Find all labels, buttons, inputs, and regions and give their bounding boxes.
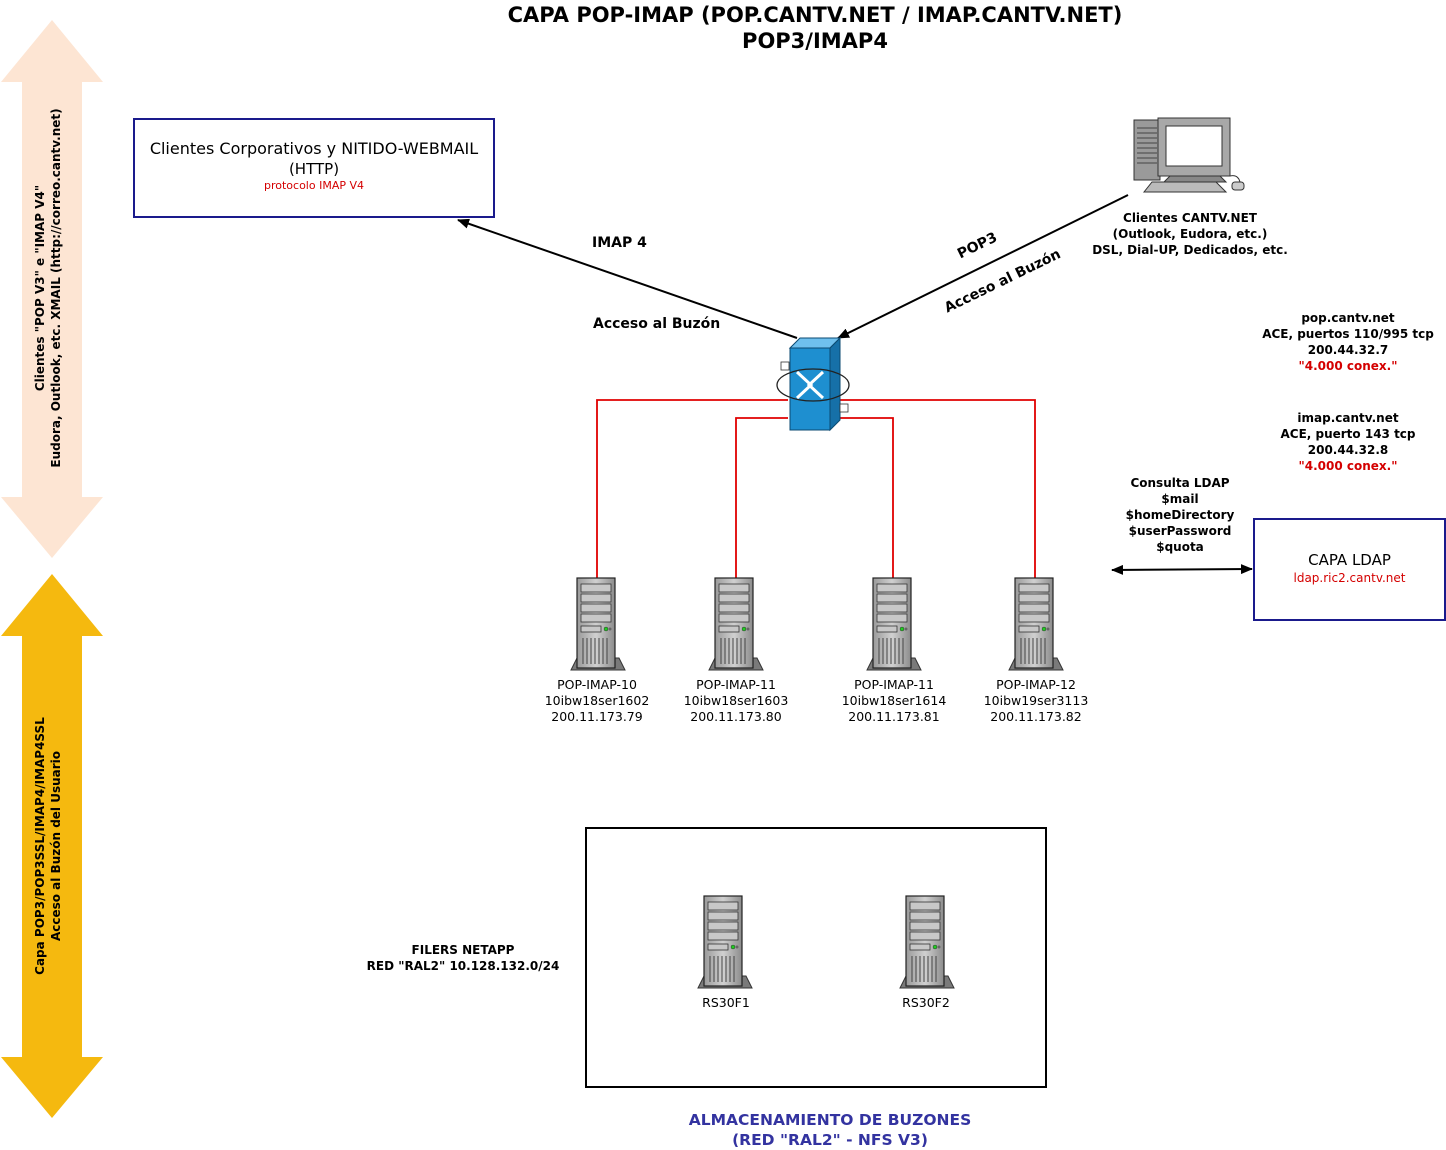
server-label-4: POP-IMAP-12 10ibw19ser3113 200.11.173.82 [956,677,1116,725]
server-host: 10ibw18ser1602 [544,693,650,708]
filers-label: FILERS NETAPP RED "RAL2" 10.128.132.0/24 [358,942,568,974]
server-ip: 200.11.173.82 [990,709,1082,724]
top-band-line-1: Clientes "POP V3" e "IMAP V4" [33,184,47,392]
filer-icon-1 [697,895,753,989]
ldap-title: CAPA LDAP [1308,551,1391,569]
bottom-band-label: Capa POP3/POP3SSL/IMAP4/IMAP4SSL Acceso … [32,576,72,1116]
imap-info: imap.cantv.net ACE, puerto 143 tcp 200.4… [1248,410,1446,474]
storage-caption-line-2: (RED "RAL2" - NFS V3) [732,1131,928,1149]
storage-caption-line-1: ALMACENAMIENTO DE BUZONES [688,1111,972,1129]
server-name: POP-IMAP-10 [557,677,637,692]
ldap-arrow [1111,564,1253,575]
workstation-icon [1133,117,1245,193]
corporate-clients-box: Clientes Corporativos y NITIDO-WEBMAIL (… [133,118,495,218]
pop-info: pop.cantv.net ACE, puertos 110/995 tcp 2… [1248,310,1446,374]
server-ip: 200.11.173.79 [551,709,643,724]
server-ip: 200.11.173.80 [690,709,782,724]
imap-ip: 200.44.32.8 [1307,443,1389,457]
server-host: 10ibw18ser1603 [683,693,789,708]
storage-box [585,827,1047,1088]
ldap-query-line-4: $userPassword [1128,524,1232,538]
title-line-2: POP3/IMAP4 [742,29,888,53]
cantv-line-3: DSL, Dial-UP, Dedicados, etc. [1092,243,1288,257]
ldap-host: ldap.ric2.cantv.net [1293,571,1406,585]
server-icon-3 [866,577,922,671]
imap-conex: "4.000 conex." [1298,459,1398,473]
server-label-1: POP-IMAP-10 10ibw18ser1602 200.11.173.79 [517,677,677,725]
imap-arrow [457,218,798,339]
server-icon-2 [708,577,764,671]
server-name: POP-IMAP-11 [696,677,776,692]
pop-ace: ACE, puertos 110/995 tcp [1262,327,1434,341]
ldap-query-line-3: $homeDirectory [1125,508,1235,522]
corporate-protocol: protocolo IMAP V4 [263,179,364,192]
ldap-query-line-1: Consulta LDAP [1130,476,1230,490]
load-balancer-switch-icon [776,336,850,432]
server-name: POP-IMAP-11 [854,677,934,692]
storage-caption: ALMACENAMIENTO DE BUZONES (RED "RAL2" - … [580,1110,1080,1150]
imap-host: imap.cantv.net [1297,411,1399,425]
cantv-line-1: Clientes CANTV.NET [1123,211,1257,225]
ldap-box: CAPA LDAP ldap.ric2.cantv.net [1253,518,1446,621]
bottom-band-line-2: Acceso al Buzón del Usuario [49,750,63,942]
corporate-line-1: Clientes Corporativos y NITIDO-WEBMAIL [149,139,479,158]
top-band-line-2: Eudora, Outlook, etc. XMAIL (http://corr… [49,108,63,468]
server-icon-4 [1008,577,1064,671]
bottom-band-arrow [1,574,103,1118]
server-label-2: POP-IMAP-11 10ibw18ser1603 200.11.173.80 [656,677,816,725]
ldap-query-label: Consulta LDAP $mail $homeDirectory $user… [1110,475,1250,555]
server-host: 10ibw18ser1614 [841,693,947,708]
server-name: POP-IMAP-12 [996,677,1076,692]
pop-arrow [837,194,1129,339]
pop-ip: 200.44.32.7 [1307,343,1389,357]
server-icon-1 [570,577,626,671]
filer-icon-2 [899,895,955,989]
server-host: 10ibw19ser3113 [983,693,1089,708]
bottom-band-line-1: Capa POP3/POP3SSL/IMAP4/IMAP4SSL [33,717,47,975]
corporate-line-2: (HTTP) [288,160,340,178]
pop-conex: "4.000 conex." [1298,359,1398,373]
page-title: CAPA POP-IMAP (POP.CANTV.NET / IMAP.CANT… [380,2,1250,54]
ldap-query-line-5: $quota [1156,540,1204,554]
top-band-label: Clientes "POP V3" e "IMAP V4" Eudora, Ou… [32,18,72,558]
ldap-query-line-2: $mail [1161,492,1199,506]
filer-label-1: RS30F1 [702,995,750,1010]
pop-host: pop.cantv.net [1301,311,1395,325]
switch-server-links [596,399,1036,580]
server-label-3: POP-IMAP-11 10ibw18ser1614 200.11.173.81 [814,677,974,725]
filers-line-2: RED "RAL2" 10.128.132.0/24 [366,959,560,973]
imap-access-label: Acceso al Buzón [593,316,721,332]
server-ip: 200.11.173.81 [848,709,940,724]
cantv-line-2: (Outlook, Eudora, etc.) [1112,227,1268,241]
filers-line-1: FILERS NETAPP [411,943,515,957]
filer-label-2: RS30F2 [902,995,950,1010]
imap-label: IMAP 4 [592,235,647,251]
title-line-1: CAPA POP-IMAP (POP.CANTV.NET / IMAP.CANT… [507,3,1123,27]
imap-ace: ACE, puerto 143 tcp [1280,427,1416,441]
cantv-clients-label: Clientes CANTV.NET (Outlook, Eudora, etc… [1070,210,1310,258]
top-band-arrow [1,20,103,558]
